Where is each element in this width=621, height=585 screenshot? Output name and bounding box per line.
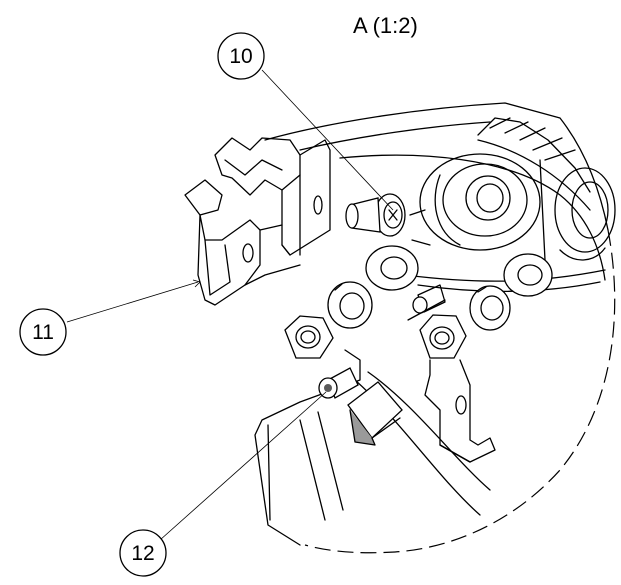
hex-nut-left xyxy=(284,315,334,359)
callout-12-label: 12 xyxy=(131,542,154,565)
flat-washer-upper xyxy=(365,245,419,291)
view-title: A (1:2) xyxy=(353,13,418,38)
left-bracket xyxy=(184,137,331,306)
leader-line-10 xyxy=(261,69,394,211)
callout-10: 10 xyxy=(217,32,265,80)
small-bolt-part-12 xyxy=(318,367,359,399)
leader-line-12 xyxy=(159,391,327,541)
screw-part-10 xyxy=(345,193,406,237)
flat-washer-right xyxy=(503,253,553,297)
lock-washer-left xyxy=(327,281,373,329)
lower-cover-panel xyxy=(254,349,491,546)
rear-housing xyxy=(264,102,616,293)
callout-11: 11 xyxy=(19,308,67,356)
callout-12: 12 xyxy=(119,529,167,577)
square-tab xyxy=(347,381,403,446)
callout-11-label: 11 xyxy=(32,321,54,344)
hex-nut-right xyxy=(419,314,467,359)
right-lower-bracket xyxy=(424,359,496,463)
detail-boundary-dashed xyxy=(304,229,616,554)
leader-line-11 xyxy=(66,281,199,323)
callout-10-label: 10 xyxy=(229,45,252,68)
lock-washer-right xyxy=(469,285,511,331)
center-stud xyxy=(407,284,446,321)
